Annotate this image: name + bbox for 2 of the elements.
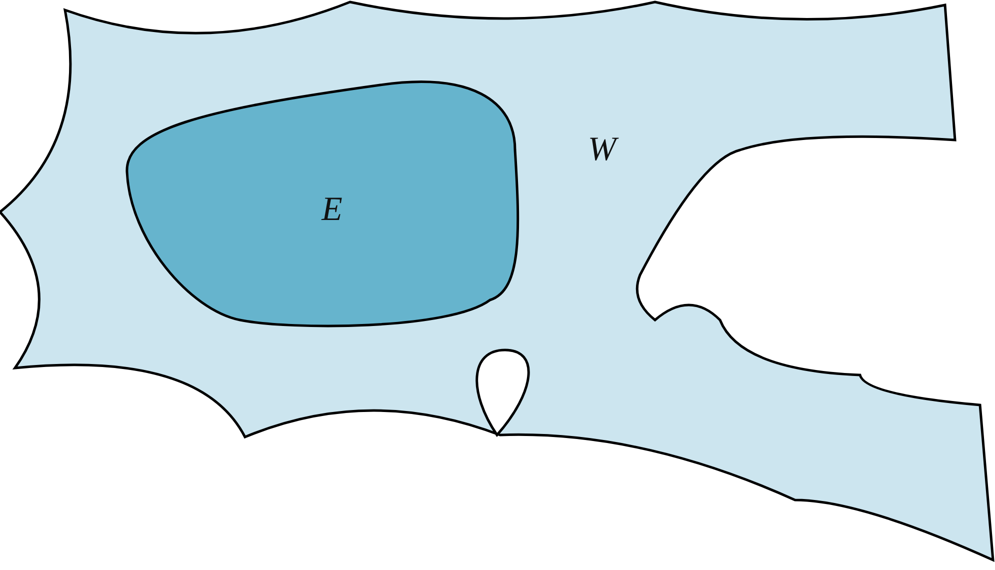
region-label: W [588, 133, 616, 167]
region-label: E [322, 193, 342, 227]
